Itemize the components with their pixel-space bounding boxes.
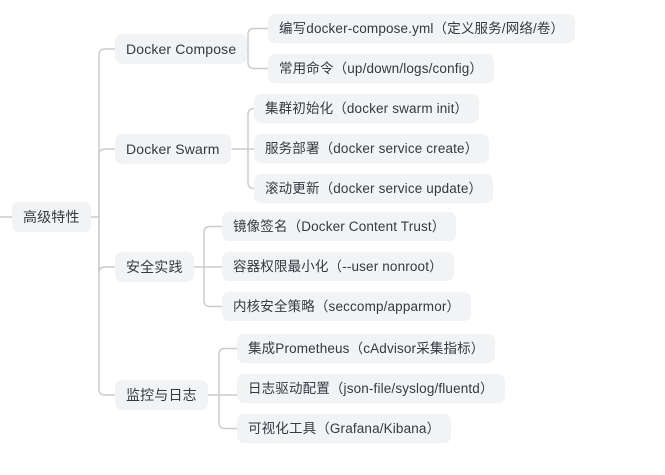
mindmap-branch-docker-compose[interactable]: Docker Compose [115, 34, 248, 64]
mindmap-leaf-log-drivers[interactable]: 日志驱动配置（json-file/syslog/fluentd） [237, 374, 505, 403]
mindmap-leaf-label: 集成Prometheus（cAdvisor采集指标） [248, 341, 485, 356]
mindmap-branch-label: 监控与日志 [126, 387, 197, 403]
edge-root-to-security [98, 216, 116, 274]
mindmap-leaf-label: 日志驱动配置（json-file/syslog/fluentd） [248, 381, 494, 396]
mindmap-branch-label: Docker Swarm [126, 141, 220, 157]
edge-compose-leaf-1 [247, 27, 269, 50]
mindmap-leaf-compose-write-yml[interactable]: 编写docker-compose.yml（定义服务/网络/卷） [268, 14, 576, 43]
mindmap-leaf-compose-commands[interactable]: 常用命令（up/down/logs/config） [268, 54, 495, 83]
mindmap-leaf-label: 可视化工具（Grafana/Kibana） [248, 421, 441, 436]
mindmap-leaf-label: 集群初始化（docker swarm init） [265, 101, 469, 116]
mindmap-leaf-label: 镜像签名（Docker Content Trust） [233, 219, 446, 234]
mindmap-leaf-label: 常用命令（up/down/logs/config） [279, 61, 484, 76]
mindmap-leaf-swarm-service-create[interactable]: 服务部署（docker service create） [254, 134, 490, 163]
edge-compose-leaf-2 [247, 48, 269, 70]
mindmap-leaf-label: 容器权限最小化（--user nonroot） [233, 259, 443, 274]
edge-root-to-monitoring [98, 216, 116, 396]
mindmap-leaf-label: 滚动更新（docker service update） [265, 181, 483, 196]
mindmap-branch-security-practices[interactable]: 安全实践 [115, 252, 194, 282]
edge-monitoring-leaf-3 [218, 394, 238, 430]
mindmap-leaf-label: 服务部署（docker service create） [265, 141, 479, 156]
mindmap-branch-docker-swarm[interactable]: Docker Swarm [115, 134, 231, 164]
mindmap-leaf-swarm-service-update[interactable]: 滚动更新（docker service update） [254, 174, 494, 203]
mindmap-leaf-image-signing[interactable]: 镜像签名（Docker Content Trust） [222, 212, 457, 241]
edge-security-leaf-3 [203, 266, 223, 308]
mindmap-leaf-kernel-security-policy[interactable]: 内核安全策略（seccomp/apparmor） [222, 292, 472, 321]
mindmap-leaf-label: 编写docker-compose.yml（定义服务/网络/卷） [279, 21, 565, 36]
mindmap-root-node[interactable]: 高级特性 [12, 202, 91, 232]
mindmap-branch-label: Docker Compose [126, 41, 237, 57]
mindmap-leaf-prometheus[interactable]: 集成Prometheus（cAdvisor采集指标） [237, 334, 496, 363]
edge-monitoring-leaf-1 [218, 347, 238, 396]
mindmap-leaf-visualization-tools[interactable]: 可视化工具（Grafana/Kibana） [237, 414, 452, 443]
mindmap-leaf-swarm-init[interactable]: 集群初始化（docker swarm init） [254, 94, 480, 123]
mindmap-branch-monitoring-logging[interactable]: 监控与日志 [115, 380, 208, 410]
mindmap-leaf-least-privilege[interactable]: 容器权限最小化（--user nonroot） [222, 252, 454, 281]
mindmap-leaf-label: 内核安全策略（seccomp/apparmor） [233, 299, 461, 314]
mindmap-branch-label: 安全实践 [126, 259, 183, 275]
edge-root-to-swarm [98, 148, 116, 218]
edge-security-leaf-1 [203, 225, 223, 268]
edge-root-to-compose [98, 48, 116, 218]
mindmap-root-label: 高级特性 [23, 209, 80, 225]
